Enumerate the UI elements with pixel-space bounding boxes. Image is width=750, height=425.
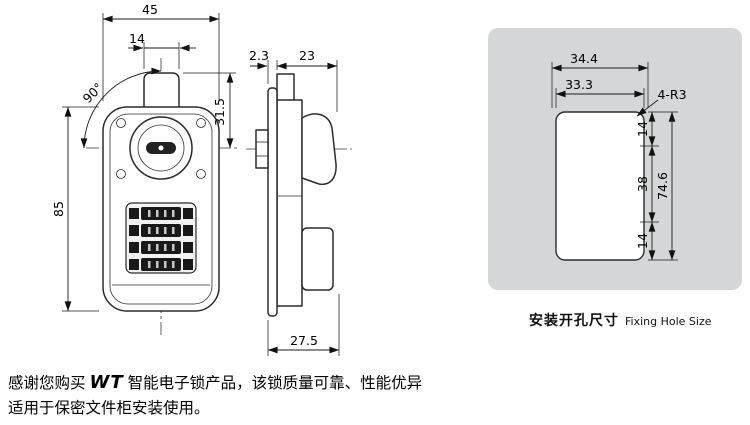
fixing-hole-drawing <box>555 111 645 261</box>
side-stem <box>276 73 295 103</box>
dim-label-total-depth: 27.5 <box>290 333 318 348</box>
dim-label-flange-thickness: 2.3 <box>249 48 269 63</box>
footer-text-after-brand: 智能电子锁产品，该锁质量可靠、性能优异 <box>127 374 423 392</box>
screw-hole <box>196 169 206 179</box>
caption-english: Fixing Hole Size <box>625 315 712 328</box>
footer-text-before-brand: 感谢您购买 <box>8 374 86 392</box>
caption-chinese: 安装开孔尺寸 <box>529 313 619 329</box>
dim-label-hole-top-spacing: 14 <box>635 121 650 137</box>
screw-hole <box>116 169 126 179</box>
fixing-hole-caption: 安装开孔尺寸 Fixing Hole Size <box>529 310 712 330</box>
mounting-nut <box>255 129 269 169</box>
dim-label-corner-radius: 4-R3 <box>657 87 686 102</box>
dim-label-front-width: 45 <box>142 2 158 17</box>
side-view <box>246 73 352 317</box>
footer-text-line2: 适用于保密文件柜安装使用。 <box>8 399 210 417</box>
cutout-hole <box>555 111 645 261</box>
dim-label-hole-bottom-spacing: 14 <box>635 233 650 249</box>
side-view-dimensions: 2.3 23 27.5 <box>249 48 340 356</box>
dim-label-hole-center-spacing: 38 <box>635 176 650 192</box>
dim-label-stem-width: 14 <box>129 31 145 46</box>
dim-label-hole-total-height: 74.6 <box>655 172 670 200</box>
dim-label-front-height: 85 <box>51 201 66 217</box>
front-flange <box>267 87 278 317</box>
dim-label-body-depth: 23 <box>299 48 315 63</box>
side-body <box>276 99 303 307</box>
dim-label-hole-inner-width: 33.3 <box>565 77 593 92</box>
cam-latch <box>301 113 337 186</box>
fixing-hole-dimensions: 34.4 33.3 4-R3 14 38 14 74.6 <box>551 51 687 261</box>
front-view <box>86 58 240 338</box>
dim-label-angle: 90° <box>80 80 106 106</box>
footer-line-2: 适用于保密文件柜安装使用。 <box>8 396 210 418</box>
dim-label-hole-outer-width: 34.4 <box>570 51 598 66</box>
dim-label-top-offset: 31.5 <box>212 98 227 126</box>
screw-hole <box>196 118 206 128</box>
brand-logo: WT <box>89 372 124 393</box>
lock-stem <box>143 72 180 108</box>
back-pad <box>301 227 334 291</box>
combination-dials <box>125 202 197 274</box>
lock-technical-drawing: 45 14 90° 85 31.5 <box>51 2 742 356</box>
